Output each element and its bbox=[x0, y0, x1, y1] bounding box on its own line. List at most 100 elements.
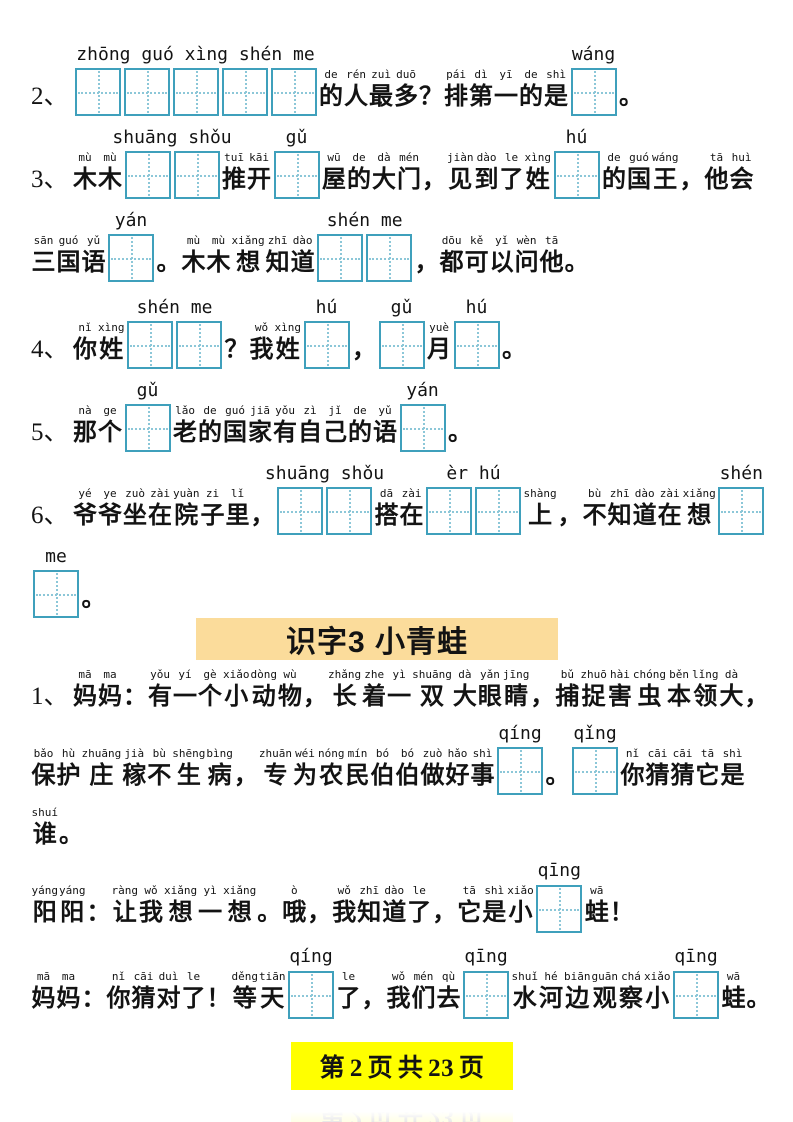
answer-box[interactable] bbox=[33, 570, 79, 618]
answer-box[interactable] bbox=[176, 321, 223, 369]
pinyin-annotation: hù bbox=[61, 747, 76, 760]
answer-box[interactable] bbox=[172, 68, 219, 116]
answer-box[interactable] bbox=[277, 487, 324, 535]
answer-box[interactable] bbox=[123, 68, 170, 116]
hanzi-text: 病 bbox=[207, 762, 232, 789]
answer-box[interactable] bbox=[553, 151, 600, 199]
answer-box[interactable] bbox=[326, 487, 373, 535]
answer-box[interactable] bbox=[453, 321, 500, 369]
answer-box[interactable] bbox=[74, 68, 121, 116]
pinyin-annotation bbox=[233, 321, 240, 335]
pinyin-annotation: tuī bbox=[224, 150, 244, 164]
hanzi-text: 大 bbox=[452, 683, 477, 710]
answer-box[interactable] bbox=[127, 321, 174, 369]
hanzi-text: 语 bbox=[373, 418, 398, 446]
answer-pinyin-hint: hú bbox=[465, 296, 488, 318]
answer-box[interactable] bbox=[366, 234, 413, 282]
pinyin-annotation: zài bbox=[401, 486, 422, 500]
pinyin-annotation: ma bbox=[61, 970, 76, 984]
pinyin-annotation: xiǎng bbox=[682, 486, 716, 500]
hanzi-text: 了 bbox=[181, 985, 206, 1013]
answer-box[interactable] bbox=[173, 151, 220, 199]
pinyin-annotation: zhuō bbox=[580, 668, 607, 681]
hanzi-text: 去 bbox=[436, 985, 461, 1013]
pinyin-annotation: wǒ bbox=[391, 970, 406, 984]
answer-box[interactable] bbox=[378, 321, 425, 369]
pinyin-annotation: bǔ bbox=[560, 668, 575, 681]
ruby-text: 。 bbox=[545, 747, 570, 795]
pinyin-annotation: guó bbox=[629, 150, 649, 164]
answer-box[interactable] bbox=[718, 487, 765, 535]
pinyin-annotation: le bbox=[186, 970, 201, 984]
answer-box[interactable] bbox=[399, 404, 446, 452]
pinyin-annotation: de bbox=[607, 150, 621, 164]
pinyin-annotation: shēng bbox=[172, 747, 206, 760]
pinyin-annotation: nà bbox=[78, 403, 92, 417]
hanzi-text: 边 bbox=[565, 985, 590, 1013]
answer-box[interactable] bbox=[570, 68, 617, 116]
hanzi-text: 猜 bbox=[645, 762, 670, 789]
answer-box[interactable] bbox=[221, 68, 268, 116]
answer-box[interactable] bbox=[288, 970, 334, 1019]
answer-box[interactable] bbox=[124, 151, 171, 199]
hanzi-text: ， bbox=[250, 501, 275, 529]
answer-box[interactable] bbox=[572, 747, 618, 796]
answer-pinyin-hint: yán bbox=[114, 209, 148, 231]
pinyin-annotation: zuò bbox=[125, 486, 145, 500]
pinyin-annotation bbox=[165, 234, 172, 248]
ruby-char: ： bbox=[87, 884, 111, 927]
answer-box[interactable] bbox=[475, 487, 522, 535]
pinyin-annotation: mù bbox=[78, 150, 92, 164]
pinyin-annotation: wā bbox=[726, 970, 741, 984]
hanzi-text: 着 bbox=[362, 683, 387, 710]
pinyin-annotation bbox=[554, 747, 561, 761]
hanzi-text: 害 bbox=[607, 683, 632, 710]
answer-box[interactable] bbox=[463, 970, 509, 1019]
hanzi-text: 最 bbox=[369, 82, 394, 110]
hanzi-text: 多 bbox=[394, 82, 419, 110]
pinyin-annotation: bó bbox=[375, 747, 390, 760]
answer-box[interactable] bbox=[270, 68, 317, 116]
hanzi-text: 是 bbox=[720, 762, 745, 789]
pinyin-annotation: duō bbox=[396, 67, 416, 81]
hanzi-text: ， bbox=[432, 899, 457, 927]
answer-box[interactable] bbox=[303, 321, 350, 369]
answer-box[interactable] bbox=[536, 884, 583, 933]
answer-pinyin-hint: qíng bbox=[498, 722, 542, 744]
answer-box[interactable] bbox=[673, 970, 719, 1019]
hanzi-text: 排 bbox=[444, 82, 469, 110]
answer-box[interactable] bbox=[317, 234, 364, 282]
pinyin-annotation: mén bbox=[413, 970, 434, 984]
answer-box[interactable] bbox=[497, 747, 543, 796]
pinyin-annotation: yǒu bbox=[150, 668, 170, 681]
pinyin-annotation bbox=[688, 151, 695, 165]
hanzi-text: 。 bbox=[564, 248, 589, 276]
pinyin-annotation: jiā bbox=[250, 403, 270, 417]
hanzi-text: 木 bbox=[73, 165, 98, 193]
hanzi-text: 上 bbox=[528, 501, 553, 529]
answer-box[interactable] bbox=[273, 151, 320, 199]
hanzi-text: 。 bbox=[59, 821, 83, 849]
answer-box[interactable] bbox=[426, 487, 473, 535]
answer-box[interactable] bbox=[108, 234, 154, 282]
pinyin-annotation: shì bbox=[472, 747, 493, 760]
answer-box[interactable] bbox=[124, 404, 171, 452]
